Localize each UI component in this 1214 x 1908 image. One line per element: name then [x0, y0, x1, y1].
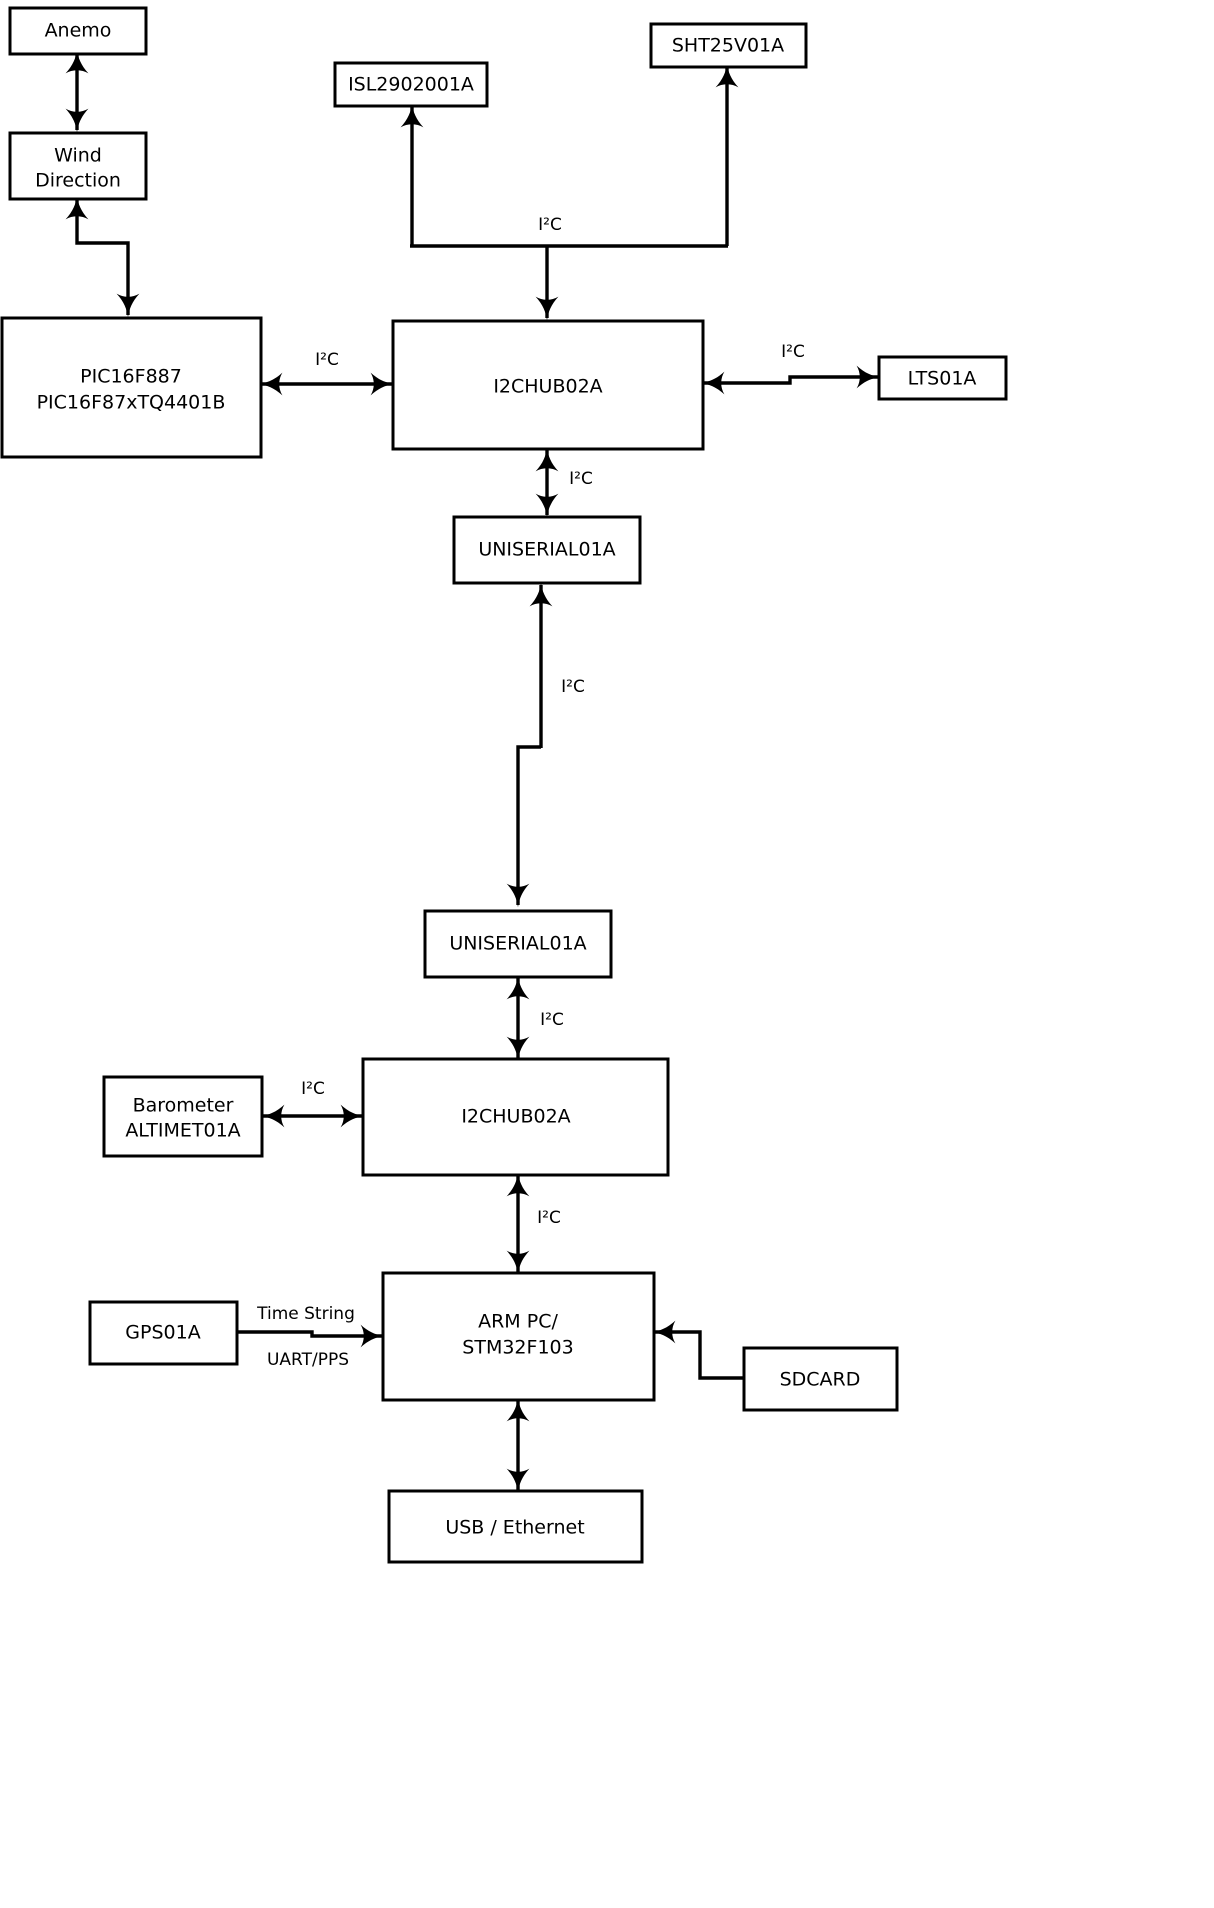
edge-line [651, 1320, 745, 1380]
edge-label-i2c-baro-hubbot: I²C [301, 1079, 325, 1099]
node-box [8, 6, 148, 56]
node-box [88, 1300, 239, 1366]
node-label: SDCARD [780, 1369, 861, 1391]
node-pic16f887[interactable]: PIC16F887 PIC16F87xTQ4401B [0, 316, 263, 459]
edge-label-i2c-hub-uniserial: I²C [569, 469, 593, 489]
node-label: USB / Ethernet [445, 1517, 584, 1539]
edge-uniserialtop-uniserialbot [506, 582, 553, 908]
edge-label-i2c-hub-lts: I²C [781, 342, 805, 362]
node-wind-direction[interactable]: Wind Direction [8, 131, 148, 201]
node-label-line2: STM32F103 [462, 1337, 573, 1359]
edge-hubtop-lts [700, 365, 881, 395]
node-label-line1: ARM PC/ [478, 1311, 558, 1333]
node-barometer-altimet01a[interactable]: Barometer ALTIMET01A [102, 1075, 264, 1158]
node-anemo[interactable]: Anemo [8, 6, 148, 56]
node-arm-pc-stm32f103[interactable]: ARM PC/ STM32F103 [381, 1271, 656, 1402]
edge-hubtop-to-isl [400, 103, 728, 248]
node-uniserial01a-bottom[interactable]: UNISERIAL01A [423, 909, 613, 979]
node-label: I2CHUB02A [461, 1106, 570, 1128]
edge-label-uart-pps: UART/PPS [267, 1350, 349, 1370]
node-label: Anemo [45, 20, 112, 42]
node-isl2902001a[interactable]: ISL2902001A [333, 61, 489, 108]
edge-line [506, 745, 541, 908]
node-label: I2CHUB02A [493, 376, 602, 398]
edge-label-i2c-pic-hub: I²C [315, 350, 339, 370]
node-i2chub02a-bottom[interactable]: I2CHUB02A [361, 1057, 670, 1177]
node-gps01a[interactable]: GPS01A [88, 1300, 239, 1366]
node-box [387, 1489, 644, 1564]
node-label: UNISERIAL01A [449, 933, 586, 955]
node-box [391, 319, 705, 451]
node-label-line1: Wind [54, 145, 102, 167]
node-box [102, 1075, 264, 1158]
node-sdcard[interactable]: SDCARD [742, 1346, 899, 1412]
edge-label-i2c-hubbot-arm: I²C [537, 1208, 561, 1228]
edge-line [65, 195, 140, 318]
edge-label-time-string: Time String [256, 1304, 355, 1324]
edge-line [236, 1324, 385, 1348]
edge-label-i2c-bus-top: I²C [538, 215, 562, 235]
edge-pic-to-winddirection [65, 195, 140, 318]
node-box [0, 316, 263, 459]
node-label: GPS01A [125, 1322, 200, 1344]
edge-gps-arm [236, 1324, 385, 1348]
edge-label-i2c-uniserial-hubbot: I²C [540, 1010, 564, 1030]
node-box [877, 355, 1008, 401]
node-label-line2: PIC16F87xTQ4401B [37, 392, 226, 414]
node-box [423, 909, 613, 979]
node-usb-ethernet[interactable]: USB / Ethernet [387, 1489, 644, 1564]
node-label: LTS01A [908, 368, 977, 390]
node-box [742, 1346, 899, 1412]
node-label-line1: PIC16F887 [80, 366, 182, 388]
node-label: ISL2902001A [348, 74, 474, 96]
node-lts01a[interactable]: LTS01A [877, 355, 1008, 401]
node-label: SHT25V01A [672, 35, 784, 57]
node-box [452, 515, 642, 585]
edge-arm-sdcard [651, 1320, 745, 1380]
edge-label-i2c-uniserial-uniserial: I²C [561, 677, 585, 697]
node-label-line1: Barometer [133, 1095, 234, 1117]
node-label-line2: ALTIMET01A [125, 1120, 240, 1142]
node-box [381, 1271, 656, 1402]
node-label: UNISERIAL01A [478, 539, 615, 561]
node-uniserial01a-top[interactable]: UNISERIAL01A [452, 515, 642, 585]
node-box [361, 1057, 670, 1177]
node-i2chub02a-top[interactable]: I2CHUB02A [391, 319, 705, 451]
edge-line [700, 365, 881, 395]
node-box [649, 22, 808, 69]
node-box [333, 61, 489, 108]
node-sht25v01a[interactable]: SHT25V01A [649, 22, 808, 69]
node-label-line2: Direction [35, 170, 121, 192]
node-box [8, 131, 148, 201]
